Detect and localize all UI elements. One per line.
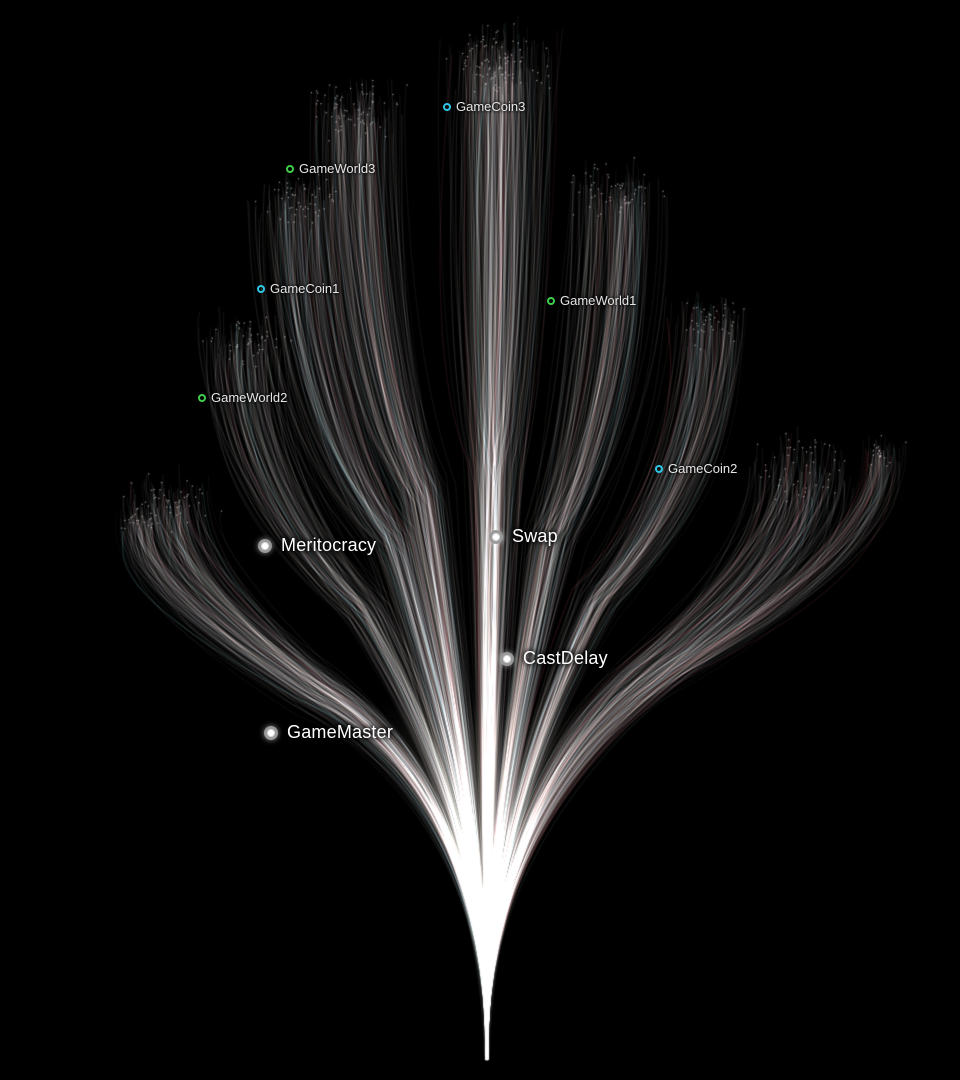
node-gameworld2[interactable]: GameWorld2 bbox=[198, 390, 287, 405]
node-castdelay-label: CastDelay bbox=[523, 648, 608, 668]
node-gameworld1[interactable]: GameWorld1 bbox=[547, 293, 636, 308]
node-swap-label: Swap bbox=[512, 526, 558, 546]
ring-green-icon bbox=[286, 164, 294, 173]
ring-white-icon bbox=[258, 538, 272, 553]
node-gameworld3[interactable]: GameWorld3 bbox=[286, 161, 375, 176]
ring-white-icon bbox=[500, 651, 514, 666]
node-castdelay[interactable]: CastDelay bbox=[500, 648, 608, 669]
node-gamecoin2-label: GameCoin2 bbox=[668, 461, 738, 476]
node-gamemaster-label: GameMaster bbox=[287, 722, 394, 742]
ring-cyan-icon bbox=[257, 284, 265, 293]
node-meritocracy[interactable]: Meritocracy bbox=[258, 535, 376, 556]
node-gameworld3-label: GameWorld3 bbox=[299, 161, 376, 176]
ring-white-icon bbox=[264, 725, 278, 740]
ring-white-icon bbox=[489, 529, 503, 544]
ring-cyan-icon bbox=[655, 464, 663, 473]
node-gamecoin2[interactable]: GameCoin2 bbox=[655, 461, 737, 476]
ring-green-icon bbox=[547, 296, 555, 305]
node-gamecoin1[interactable]: GameCoin1 bbox=[257, 281, 339, 296]
node-gamecoin1-label: GameCoin1 bbox=[270, 281, 340, 296]
node-gamecoin3[interactable]: GameCoin3 bbox=[443, 99, 525, 114]
node-meritocracy-label: Meritocracy bbox=[281, 535, 377, 555]
ring-cyan-icon bbox=[443, 102, 451, 111]
node-gamemaster[interactable]: GameMaster bbox=[264, 722, 393, 743]
ring-green-icon bbox=[198, 393, 206, 402]
node-gameworld1-label: GameWorld1 bbox=[560, 293, 637, 308]
node-gameworld2-label: GameWorld2 bbox=[211, 390, 288, 405]
node-swap[interactable]: Swap bbox=[489, 526, 558, 547]
node-gamecoin3-label: GameCoin3 bbox=[456, 99, 526, 114]
